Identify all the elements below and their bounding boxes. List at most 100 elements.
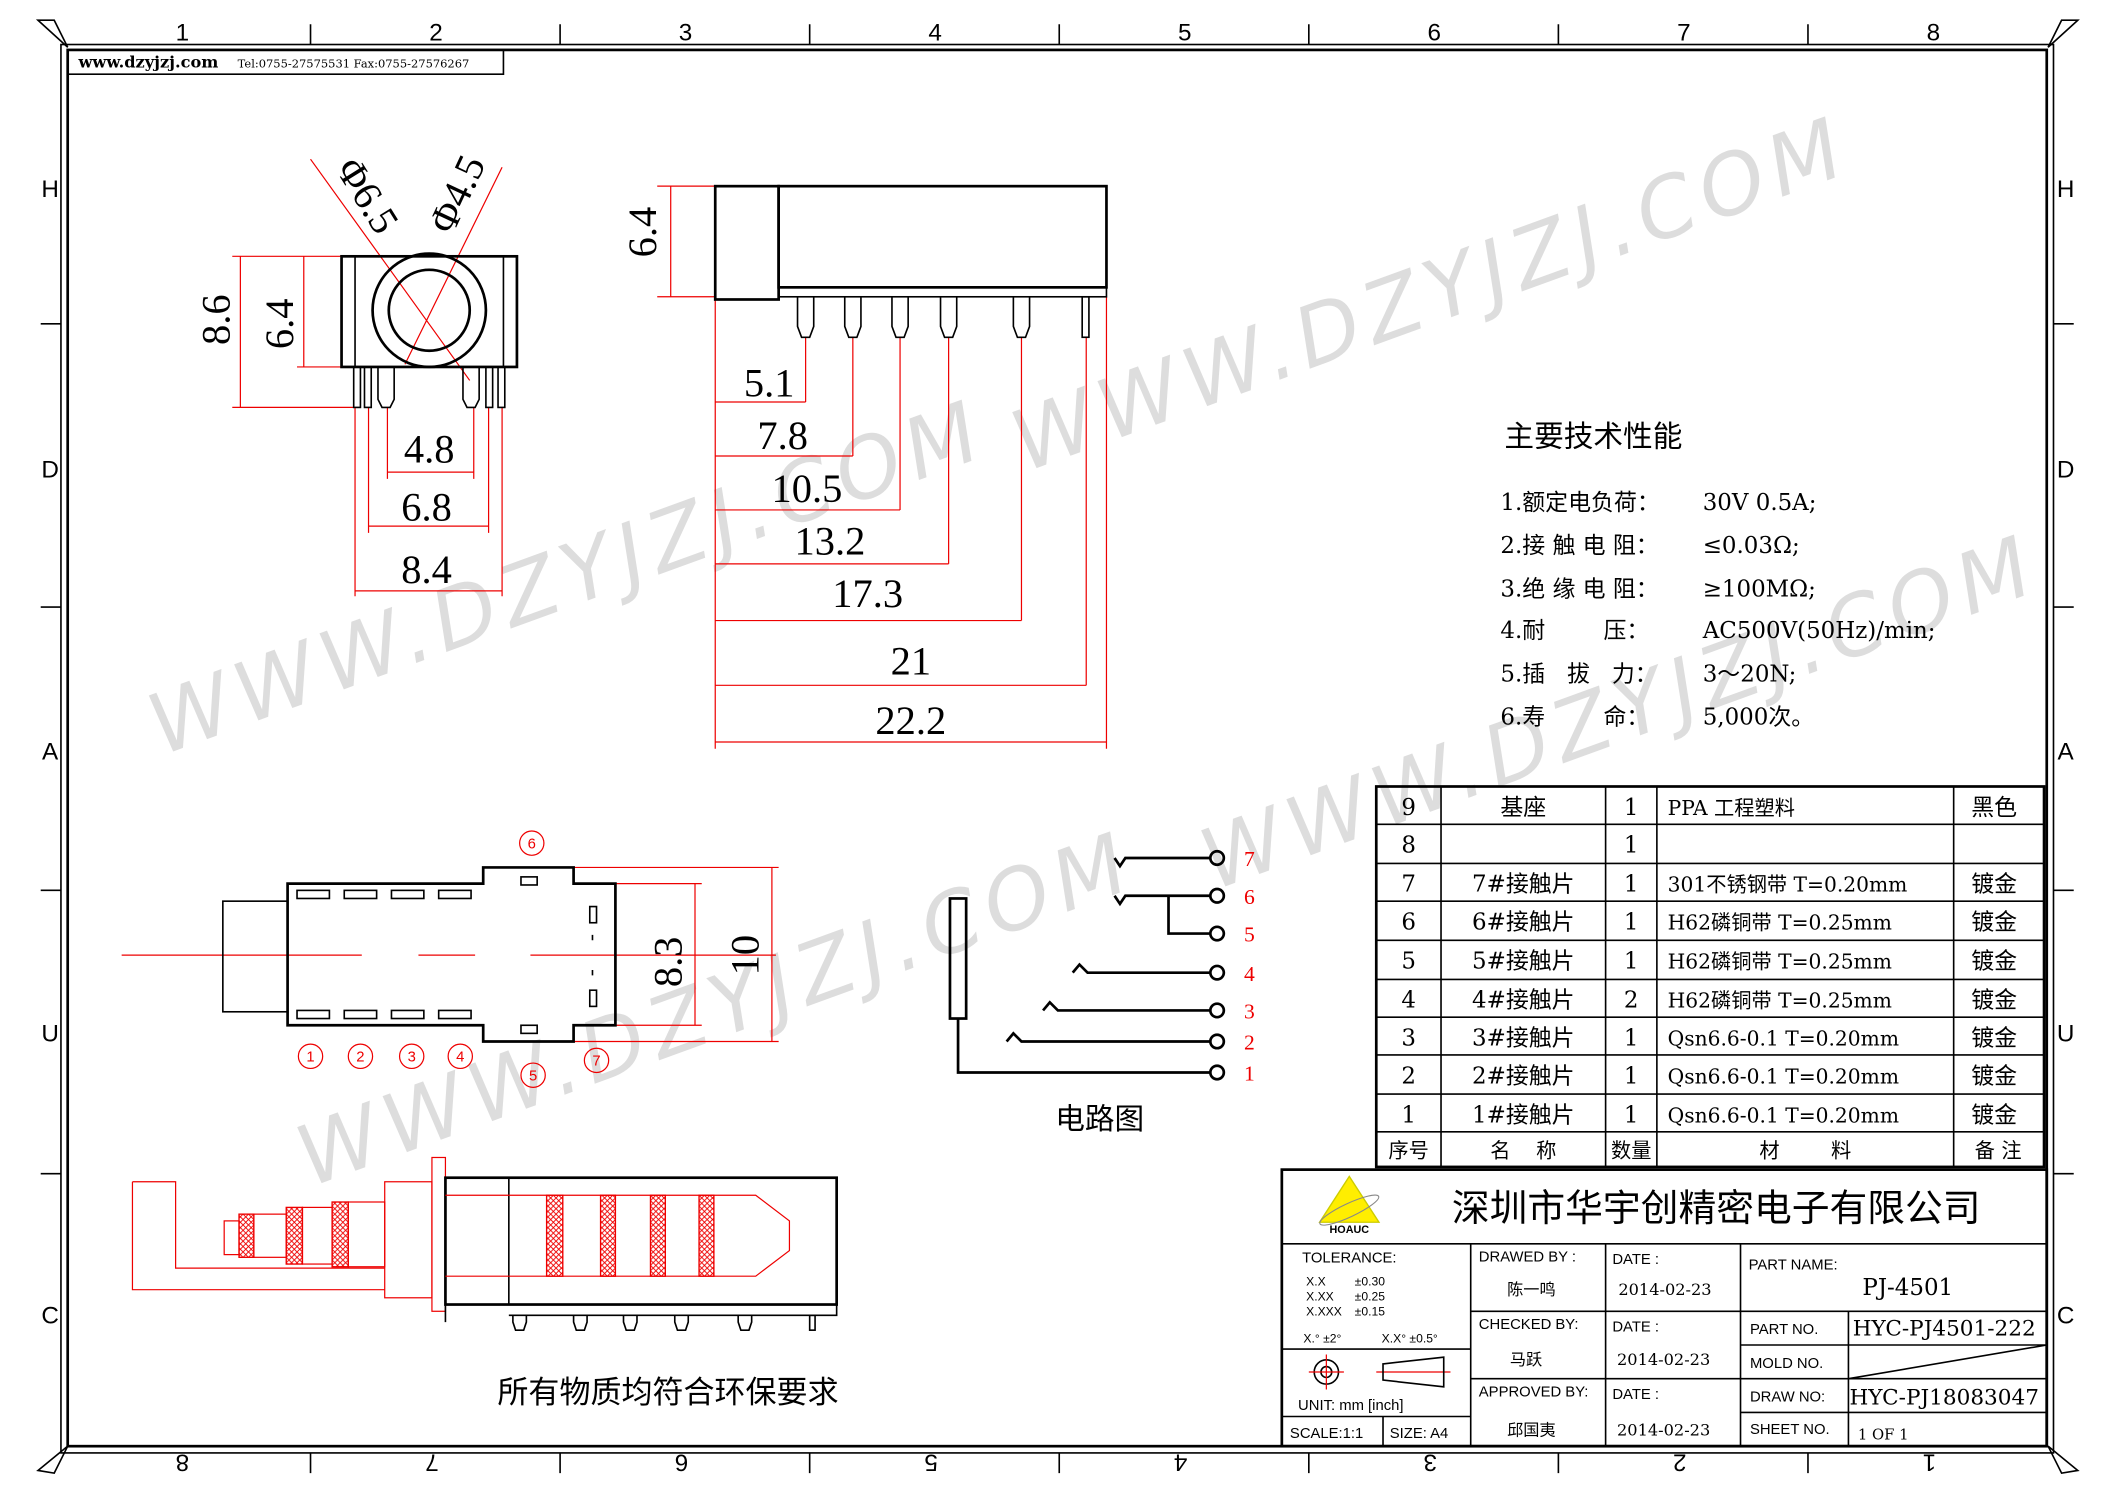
svg-text:HOAUC: HOAUC <box>1330 1224 1370 1236</box>
bom-cell-no: 3 <box>1401 1026 1416 1052</box>
angle-tolerance: X.° ±2° <box>1303 1331 1341 1345</box>
bom-cell-qty: 1 <box>1624 1102 1639 1128</box>
specifications: 主要技术性能 1.额定电负荷： 30V 0.5A; 2.接 触 电 阻： ≤0.… <box>1500 419 1935 731</box>
side-view: 6.4 5.1 7.8 10.5 13.2 17.3 21 22.2 <box>620 184 1108 749</box>
ruler-top-8: 8 <box>1927 19 1941 46</box>
svg-text:X.XXX: X.XXX <box>1306 1304 1342 1318</box>
ruler-bottom-7: 7 <box>425 1448 439 1475</box>
bom-cell-name: 4#接触片 <box>1472 988 1575 1014</box>
sheet-no: 1 OF 1 <box>1858 1426 1909 1443</box>
bom-cell-remark: 镀金 <box>1971 1026 2017 1052</box>
tolerance-label: TOLERANCE: <box>1302 1251 1396 1267</box>
circuit-pin-7: 7 <box>1244 847 1255 871</box>
dim-height-8-6: 8.6 <box>194 294 239 345</box>
svg-text:SHEET NO.: SHEET NO. <box>1750 1422 1830 1438</box>
svg-text:DRAW NO:: DRAW NO: <box>1750 1390 1825 1406</box>
bom-cell-name: 基座 <box>1500 795 1546 821</box>
dim-side-13-2: 13.2 <box>794 518 865 563</box>
outer-bore-circle <box>371 252 488 369</box>
dim-side-5-1: 5.1 <box>744 361 795 406</box>
dim-top-10: 10 <box>722 935 767 975</box>
bom-cell-no: 9 <box>1401 795 1416 821</box>
pin-callouts: 1 2 3 4 5 6 7 <box>297 830 610 1088</box>
ruler-right-a: A <box>2058 739 2075 766</box>
svg-text:MOLD NO.: MOLD NO. <box>1750 1356 1823 1372</box>
ruler-right-c: C <box>2057 1302 2075 1329</box>
spec-value: 5,000次。 <box>1703 704 1814 730</box>
bom-cell-no: 6 <box>1401 909 1416 935</box>
bom-cell-qty: 1 <box>1624 833 1639 859</box>
ruler-top-1: 1 <box>176 19 189 46</box>
circuit-title: 电路图 <box>1055 1101 1144 1136</box>
bom-header-qty: 数量 <box>1611 1138 1651 1162</box>
company-logo: HOAUC <box>1318 1175 1381 1236</box>
header-box: www.dzyjzj.com Tel:0755-27575531 Fax:075… <box>66 49 505 76</box>
contact-info: Tel:0755-27575531 Fax:0755-27576267 <box>238 56 470 70</box>
ruler-bottom-1: 1 <box>1923 1448 1937 1475</box>
svg-text:X.XX: X.XX <box>1306 1289 1334 1303</box>
svg-text:APPROVED BY:: APPROVED BY: <box>1479 1384 1589 1400</box>
bom-cell-qty: 1 <box>1624 949 1639 975</box>
ruler-bottom-6: 6 <box>675 1448 688 1475</box>
bom-cell-no: 4 <box>1401 988 1416 1014</box>
bom-cell-material: H62磷铜带 T=0.25mm <box>1668 989 1892 1013</box>
spec-value: 3～20N; <box>1703 661 1797 687</box>
bom-cell-name: 3#接触片 <box>1472 1026 1575 1052</box>
ruler-right-h: H <box>2057 176 2075 203</box>
circuit-pin-1: 1 <box>1244 1062 1255 1086</box>
dim-side-height: 6.4 <box>620 207 665 258</box>
dim-8-4: 8.4 <box>401 547 452 592</box>
svg-text:±0.25: ±0.25 <box>1355 1289 1386 1303</box>
side-pins <box>796 295 1090 339</box>
ruler-top-2: 2 <box>429 19 442 46</box>
table-row: 4 4#接触片 2 H62磷铜带 T=0.25mm 镀金 <box>1401 988 2017 1014</box>
bom-cell-remark: 镀金 <box>1971 1063 2017 1089</box>
spec-label: 5.插 拔 力： <box>1500 661 1657 687</box>
ruler-bottom-2: 2 <box>1673 1448 1687 1475</box>
draw-no: HYC-PJ18083047 <box>1849 1385 2038 1410</box>
drawn-date: 2014-02-23 <box>1618 1280 1711 1299</box>
svg-text:X.X: X.X <box>1306 1275 1326 1289</box>
bom-cell-no: 8 <box>1401 833 1416 859</box>
bom-cell-no: 1 <box>1401 1102 1416 1128</box>
dim-height-6-4: 6.4 <box>257 298 302 349</box>
specs-title: 主要技术性能 <box>1504 419 1682 454</box>
svg-text:PART NAME:: PART NAME: <box>1749 1257 1838 1273</box>
spec-value: 30V 0.5A; <box>1703 490 1817 516</box>
spec-label: 2.接 触 电 阻： <box>1500 533 1658 559</box>
title-block: HOAUC 深圳市华宇创精密电子有限公司 TOLERANCE: X.X ±0.30… <box>1280 1168 2049 1448</box>
svg-text:5: 5 <box>529 1069 537 1085</box>
circuit-pin-6: 6 <box>1244 885 1255 909</box>
svg-text:DATE :: DATE : <box>1612 1252 1659 1268</box>
ruler-right-d: D <box>2057 457 2075 484</box>
bom-cell-name: 7#接触片 <box>1472 872 1575 898</box>
dim-side-10-5: 10.5 <box>772 466 843 511</box>
bom-cell-remark: 黑色 <box>1971 795 2017 821</box>
bom-cell-name: 6#接触片 <box>1472 909 1575 935</box>
ruler-bottom-8: 8 <box>176 1448 190 1475</box>
svg-text:DRAWED BY :: DRAWED BY : <box>1479 1249 1576 1265</box>
bom-cell-no: 7 <box>1401 872 1416 898</box>
bom-cell-name: 2#接触片 <box>1472 1063 1575 1089</box>
website-link[interactable]: www.dzyjzj.com <box>77 52 218 71</box>
angle-tolerance: X.X° ±0.5° <box>1382 1331 1438 1345</box>
ruler-top-5: 5 <box>1178 19 1192 46</box>
svg-text:±0.30: ±0.30 <box>1355 1275 1386 1289</box>
dim-side-7-8: 7.8 <box>757 413 808 458</box>
circuit-pin-2: 2 <box>1244 1031 1255 1055</box>
company-name: 深圳市华宇创精密电子有限公司 <box>1452 1186 1981 1230</box>
bom-cell-qty: 2 <box>1624 988 1639 1014</box>
ruler-left-a: A <box>42 739 59 766</box>
front-pins <box>352 366 506 409</box>
ruler-bottom-3: 3 <box>1423 1448 1437 1475</box>
ruler-top-7: 7 <box>1677 19 1691 46</box>
bom-header-name: 名 称 <box>1490 1138 1556 1162</box>
svg-text:7: 7 <box>592 1054 600 1070</box>
inner-bore-circle <box>387 268 472 353</box>
bom-cell-remark: 镀金 <box>1971 988 2017 1014</box>
